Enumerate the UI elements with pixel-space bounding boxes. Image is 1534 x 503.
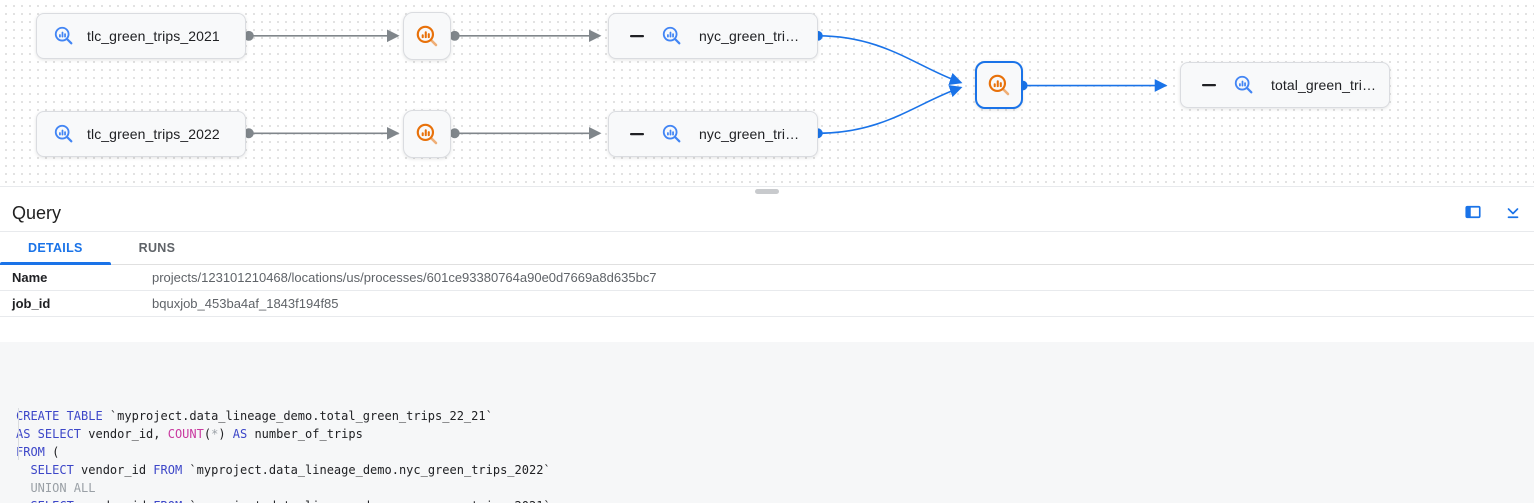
panel-title: Query: [12, 202, 62, 223]
query-process-node-selected[interactable]: [975, 61, 1023, 109]
indent-guide: [18, 408, 19, 460]
side-panel-icon: [1464, 203, 1482, 224]
sql-section: CREATE TABLE `myproject.data_lineage_dem…: [0, 342, 1534, 503]
node-label: tlc_green_trips_2021: [87, 28, 220, 44]
table-node-tlc-green-trips-2022[interactable]: tlc_green_trips_2022: [36, 111, 246, 157]
node-label: total_green_trip…: [1271, 77, 1377, 93]
sql-line: AS SELECT vendor_id, COUNT(*) AS number_…: [16, 427, 363, 441]
collapse-panel-button[interactable]: [1502, 201, 1524, 226]
sql-line: FROM (: [16, 445, 60, 459]
field-value: bquxjob_453ba4af_1843f194f85: [152, 296, 339, 311]
collapse-down-icon: [1504, 203, 1522, 224]
table-search-icon: [53, 123, 75, 145]
query-search-icon: [414, 23, 440, 49]
table-search-icon: [53, 25, 75, 47]
table-node-tlc-green-trips-2021[interactable]: tlc_green_trips_2021: [36, 13, 246, 59]
collapse-columns-icon[interactable]: [1201, 77, 1217, 93]
lineage-graph-canvas[interactable]: tlc_green_trips_2021 tlc_green_trips_202…: [0, 0, 1534, 187]
query-details-panel: Query DETAILS R: [0, 187, 1534, 503]
collapse-columns-icon[interactable]: [629, 28, 645, 44]
table-node-total-green-trips[interactable]: total_green_trip…: [1180, 62, 1390, 108]
panel-header: Query: [0, 187, 1534, 232]
table-node-nyc-green-trips-2021[interactable]: nyc_green_trips…: [608, 13, 818, 59]
tab-details[interactable]: DETAILS: [0, 232, 111, 265]
sql-line: SELECT vendor_id FROM `myproject.data_li…: [16, 497, 1518, 503]
table-node-nyc-green-trips-2022[interactable]: nyc_green_trips…: [608, 111, 818, 157]
query-search-icon: [414, 121, 440, 147]
node-label: nyc_green_trips…: [699, 126, 805, 142]
field-value: projects/123101210468/locations/us/proce…: [152, 270, 657, 285]
field-row-name: Name projects/123101210468/locations/us/…: [0, 265, 1534, 291]
table-search-icon: [661, 123, 683, 145]
open-side-panel-button[interactable]: [1462, 201, 1484, 226]
node-label: tlc_green_trips_2022: [87, 126, 220, 142]
panel-actions: [1462, 201, 1526, 226]
query-process-node-top[interactable]: [403, 12, 451, 60]
sql-line: SELECT vendor_id FROM `myproject.data_li…: [30, 463, 551, 477]
query-search-icon: [986, 72, 1012, 98]
field-label: Name: [12, 270, 48, 285]
panel-tabs: DETAILS RUNS: [0, 232, 1534, 265]
collapse-columns-icon[interactable]: [629, 126, 645, 142]
query-process-node-bottom[interactable]: [403, 110, 451, 158]
table-search-icon: [661, 25, 683, 47]
tab-runs[interactable]: RUNS: [111, 232, 204, 264]
sql-code-block: CREATE TABLE `myproject.data_lineage_dem…: [0, 342, 1534, 503]
sql-line: CREATE TABLE `myproject.data_lineage_dem…: [16, 409, 493, 423]
panel-resize-handle[interactable]: [755, 189, 779, 194]
table-search-icon: [1233, 74, 1255, 96]
sql-line: UNION ALL: [16, 481, 96, 495]
field-label: job_id: [12, 296, 51, 311]
field-row-job-id: job_id bquxjob_453ba4af_1843f194f85: [0, 291, 1534, 317]
node-label: nyc_green_trips…: [699, 28, 805, 44]
